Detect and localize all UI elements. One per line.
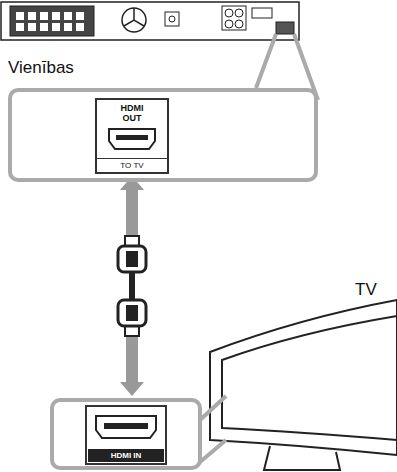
- plug-body: [118, 246, 146, 272]
- unit-heading: Vienības: [6, 58, 76, 78]
- tv-illustration: [210, 300, 397, 470]
- socket-outline: [109, 129, 155, 149]
- arrow-shaft: [126, 336, 138, 382]
- callout-box: HDMI IN: [50, 398, 202, 470]
- hdmi-in-port: [86, 406, 166, 464]
- device-label: TV: [355, 280, 377, 300]
- arrow-shaft: [126, 190, 138, 236]
- plug-grip: [126, 251, 138, 267]
- cable: [129, 272, 135, 300]
- hdmi-cable: [118, 176, 146, 396]
- unit-rear-panel: [1, 2, 299, 40]
- plug-body: [118, 300, 146, 326]
- hdmi-socket-icon: [107, 127, 157, 151]
- hdmi-out-port: HDMI OUT TO TV: [95, 98, 169, 174]
- callout-leader: [200, 396, 226, 462]
- port-name: HDMI OUT: [97, 103, 167, 123]
- plug-grip: [126, 305, 138, 321]
- port-caption: TO TV: [97, 158, 167, 170]
- port-name: HDMI IN: [88, 449, 164, 462]
- socket-pins: [116, 135, 148, 140]
- arrow-head: [120, 382, 144, 396]
- callout-box: HDMI OUTTO TVVienības: [8, 88, 318, 182]
